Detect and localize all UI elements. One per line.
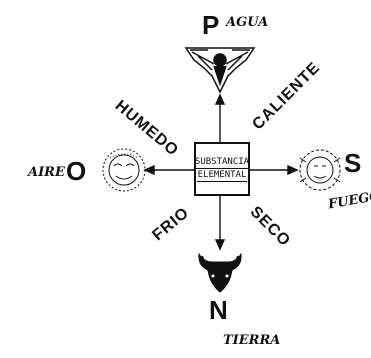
south-letter: N — [209, 297, 228, 323]
eagle-icon — [186, 48, 254, 92]
arrowhead-north — [216, 95, 224, 104]
arrowhead-east — [288, 166, 297, 174]
arrowhead-west — [145, 166, 154, 174]
center-label-line1: SUBSTANCIA — [194, 156, 250, 169]
east-letter: S — [344, 150, 361, 176]
north-element-name: AGUA — [226, 16, 268, 29]
fire-sun-icon — [300, 150, 340, 190]
south-element-name: TIERRA — [223, 334, 280, 347]
bull-head-icon — [199, 254, 241, 292]
west-element-name: AIRE — [28, 166, 65, 179]
air-face-icon — [103, 149, 145, 191]
center-substance-box: SUBSTANCIA ELEMENTAL — [194, 142, 250, 196]
center-label-line2: ELEMENTAL — [197, 169, 248, 182]
arrowhead-south — [216, 240, 224, 249]
west-letter: O — [66, 158, 86, 184]
north-letter: P — [202, 12, 219, 38]
